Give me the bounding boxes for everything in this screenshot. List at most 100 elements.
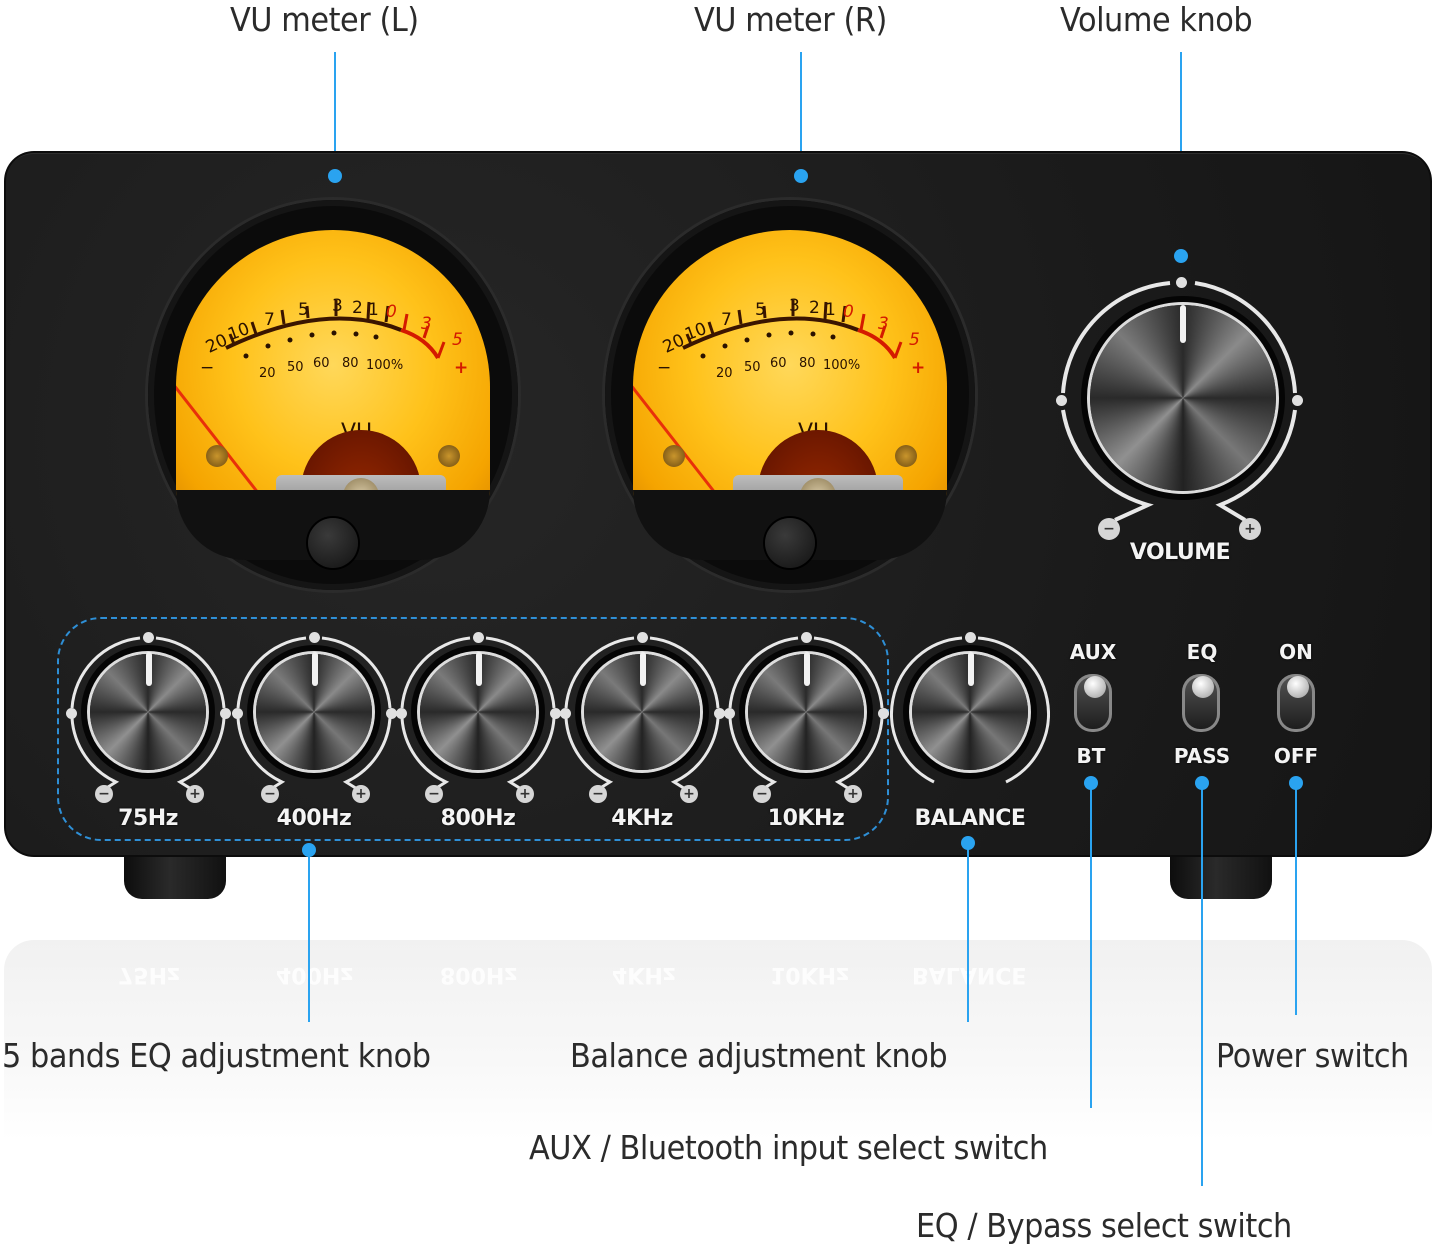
- vu-scale-pct-60: 60: [313, 356, 330, 371]
- vu-zero-adjust-screw[interactable]: [308, 518, 358, 568]
- scale-mark-icon: [724, 708, 735, 719]
- vu-scale-pct-80: 80: [342, 356, 359, 371]
- plus-icon: +: [186, 785, 204, 803]
- volume-knob-indicator: [1180, 305, 1186, 343]
- leader-line-balance: [967, 843, 969, 1022]
- device-foot-left: [124, 855, 226, 899]
- switch-label-off: OFF: [1273, 744, 1319, 768]
- vu-minus-sign: −: [657, 358, 672, 378]
- aux-bt-toggle-switch[interactable]: [1074, 674, 1112, 732]
- minus-icon: −: [95, 785, 113, 803]
- scale-mark-icon: [550, 708, 561, 719]
- scale-mark-icon: [143, 632, 154, 643]
- vu-zero-adjust-screw[interactable]: [765, 518, 815, 568]
- vu-scale-db-plus5: 5: [452, 330, 463, 350]
- volume-knob[interactable]: [1056, 275, 1305, 525]
- device-reflection: [4, 940, 1432, 1140]
- eq-knob-indicator: [476, 652, 482, 686]
- vu-scale-pct-80: 80: [799, 356, 816, 371]
- scale-mark-icon: [473, 632, 484, 643]
- plus-icon: +: [680, 785, 698, 803]
- eq-knob-75hz[interactable]: [66, 632, 231, 802]
- knob-scale-arc: [728, 636, 884, 794]
- power-toggle-switch[interactable]: [1277, 674, 1315, 732]
- eq-knob-indicator: [640, 652, 646, 686]
- vu-scale-db-7: 7: [721, 310, 732, 330]
- callout-power-switch: Power switch: [1216, 1036, 1409, 1075]
- vu-scale-db-1: 1: [825, 300, 836, 320]
- plus-icon: +: [1239, 518, 1261, 540]
- leader-dot-power: [1289, 776, 1303, 790]
- vu-scale-db-3: 3: [789, 296, 800, 316]
- leader-dot-vu-left: [328, 169, 342, 183]
- scale-mark-icon: [801, 632, 812, 643]
- vu-scale-db-3: 3: [332, 296, 343, 316]
- balance-knob-indicator: [968, 652, 974, 686]
- scale-mark-icon: [1056, 395, 1067, 406]
- vu-scale-db-0: 0: [843, 302, 854, 322]
- vu-scale-arc: [225, 300, 446, 360]
- vu-plus-sign: +: [911, 358, 926, 378]
- switch-label-eq: EQ: [1186, 640, 1218, 664]
- eq-knob-10khz[interactable]: [724, 632, 889, 802]
- callout-vu-left: VU meter (L): [230, 0, 419, 39]
- scale-mark-icon: [396, 708, 407, 719]
- vu-scale-db-plus5: 5: [909, 330, 920, 350]
- plus-icon: +: [516, 785, 534, 803]
- scale-mark-icon: [714, 708, 725, 719]
- scale-mark-icon: [965, 632, 976, 643]
- switch-label-bt: BT: [1076, 744, 1106, 768]
- knob-scale-arc: [564, 636, 720, 794]
- reflection-label: 400Hz: [276, 962, 354, 987]
- callout-eq-bypass-switch: EQ / Bypass select switch: [916, 1206, 1292, 1245]
- vu-scale-db-0: 0: [386, 302, 397, 322]
- vu-face: 20 10 7 5 3 2 1 0 3 5 − + 20 50 60 80 10…: [633, 230, 947, 530]
- vu-scale-db-5: 5: [755, 300, 766, 320]
- reflection-label: 4KHz: [612, 962, 676, 987]
- eq-knob-400hz[interactable]: [232, 632, 397, 802]
- eq-label-400hz: 400Hz: [276, 806, 352, 831]
- scale-mark-icon: [560, 708, 571, 719]
- eq-label-4khz: 4KHz: [611, 806, 673, 831]
- screw-icon: [895, 445, 917, 467]
- reflection-label: 10KHz: [770, 962, 849, 987]
- leader-line-eq: [308, 850, 310, 1022]
- switch-label-on: ON: [1279, 640, 1313, 664]
- vu-face: 20 10 7 5 3 2 1 0 3 5 − + 20 50 60 80 10…: [176, 230, 490, 530]
- vu-scale-pct-100: 100%: [823, 358, 861, 373]
- scale-mark-icon: [66, 708, 77, 719]
- callout-eq-knobs: 5 bands EQ adjustment knob: [2, 1036, 431, 1075]
- reflection-label: BALANCE: [912, 962, 1027, 987]
- eq-knob-800hz[interactable]: [396, 632, 561, 802]
- leader-dot-eq-bypass: [1195, 776, 1209, 790]
- balance-knob[interactable]: [890, 632, 1050, 802]
- scale-mark-icon: [220, 708, 231, 719]
- eq-label-75hz: 75Hz: [118, 806, 178, 831]
- vu-meter-right: 20 10 7 5 3 2 1 0 3 5 − + 20 50 60 80 10…: [605, 200, 975, 590]
- vu-scale-pct-50: 50: [287, 360, 304, 375]
- minus-icon: −: [1098, 518, 1120, 540]
- eq-label-10khz: 10KHz: [767, 806, 845, 831]
- leader-line-vu-right: [800, 52, 802, 176]
- knob-scale-arc: [70, 636, 226, 794]
- leader-line-vu-left: [334, 52, 336, 176]
- leader-dot-eq: [302, 843, 316, 857]
- leader-dot-vu-right: [794, 169, 808, 183]
- eq-knob-4khz[interactable]: [560, 632, 725, 802]
- volume-label: VOLUME: [1129, 540, 1231, 565]
- vu-scale-pct-50: 50: [744, 360, 761, 375]
- callout-volume-knob: Volume knob: [1060, 0, 1253, 39]
- minus-icon: −: [589, 785, 607, 803]
- scale-mark-icon: [309, 632, 320, 643]
- minus-icon: −: [753, 785, 771, 803]
- vu-minus-sign: −: [200, 358, 215, 378]
- eq-knob-indicator: [312, 652, 318, 686]
- screw-icon: [663, 445, 685, 467]
- eq-knob-indicator: [804, 652, 810, 686]
- eq-bypass-toggle-switch[interactable]: [1182, 674, 1220, 732]
- reflection-label: 75Hz: [118, 962, 180, 987]
- toggle-lever: [1084, 676, 1106, 698]
- vu-scale-db-5: 5: [298, 300, 309, 320]
- vu-scale-db-plus3: 3: [421, 314, 432, 334]
- switch-label-pass: PASS: [1173, 744, 1231, 768]
